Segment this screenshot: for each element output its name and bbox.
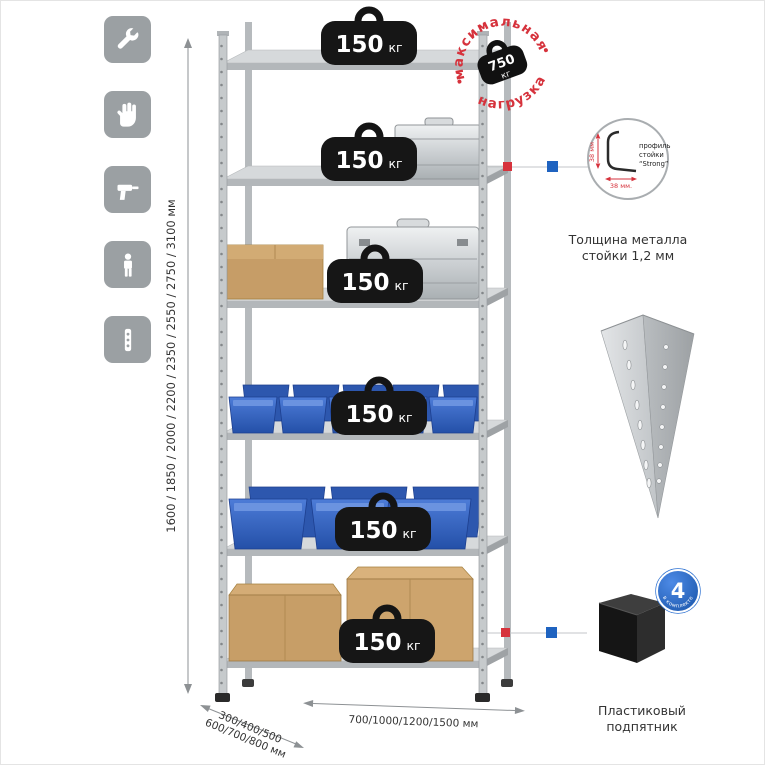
svg-text:кг: кг bbox=[500, 69, 513, 82]
depth-dimension: 300/400/500 600/700/800 мм bbox=[200, 705, 304, 761]
foot-caption-line1: Пластиковый bbox=[598, 703, 686, 718]
stamp-weight: 750 кг bbox=[477, 40, 528, 85]
width-dimension: 700/1000/1200/1500 мм bbox=[303, 699, 525, 731]
feature-rack-profile bbox=[104, 316, 151, 363]
plastic-foot-graphic bbox=[598, 594, 665, 663]
connector-top bbox=[487, 161, 589, 172]
feature-drill bbox=[104, 166, 151, 213]
width-dimension-label: 700/1000/1200/1500 мм bbox=[348, 714, 478, 731]
wrench-icon bbox=[117, 27, 138, 49]
rack-profile-icon bbox=[124, 328, 131, 351]
foot-caption-line2: подпятник bbox=[606, 719, 678, 734]
profile-text-3: “Strong” bbox=[639, 160, 668, 168]
red-marker bbox=[501, 628, 510, 637]
feature-gloves bbox=[104, 91, 151, 138]
blue-marker bbox=[547, 161, 558, 172]
red-marker bbox=[503, 162, 512, 171]
connector-bottom bbox=[487, 627, 587, 638]
height-dimension-label: 1600 / 1850 / 2000 / 2200 / 2350 / 2550 … bbox=[164, 199, 178, 532]
blue-marker bbox=[546, 627, 557, 638]
foot-count-badge: 4 в комплекте bbox=[655, 568, 701, 614]
height-dimension: 1600 / 1850 / 2000 / 2200 / 2350 / 2550 … bbox=[164, 38, 192, 694]
profile-text-2: стойки bbox=[639, 151, 664, 159]
profile-caption-line1: Толщина металла bbox=[568, 232, 688, 247]
feature-icon-column bbox=[104, 16, 151, 363]
max-load-stamp: максимальная нагрузка 750 кг bbox=[436, 1, 556, 123]
cardboard-box-small bbox=[226, 244, 324, 300]
feature-tools bbox=[104, 16, 151, 63]
profile-callout: 38 мм 38 мм. профиль стойки “Strong” bbox=[587, 118, 671, 200]
person-icon bbox=[123, 252, 132, 277]
corner-post-graphic bbox=[600, 314, 695, 519]
post-profile-drawing bbox=[606, 130, 637, 173]
badge-number: 4 bbox=[671, 579, 686, 603]
gloves-icon bbox=[116, 102, 136, 127]
profile-caption-line2: стойки 1,2 мм bbox=[582, 248, 674, 263]
profile-dim-horizontal: 38 мм. bbox=[610, 182, 632, 190]
feature-person bbox=[104, 241, 151, 288]
profile-text-1: профиль bbox=[639, 142, 671, 150]
drill-icon bbox=[117, 184, 138, 200]
profile-dim-vertical: 38 мм bbox=[588, 142, 596, 162]
